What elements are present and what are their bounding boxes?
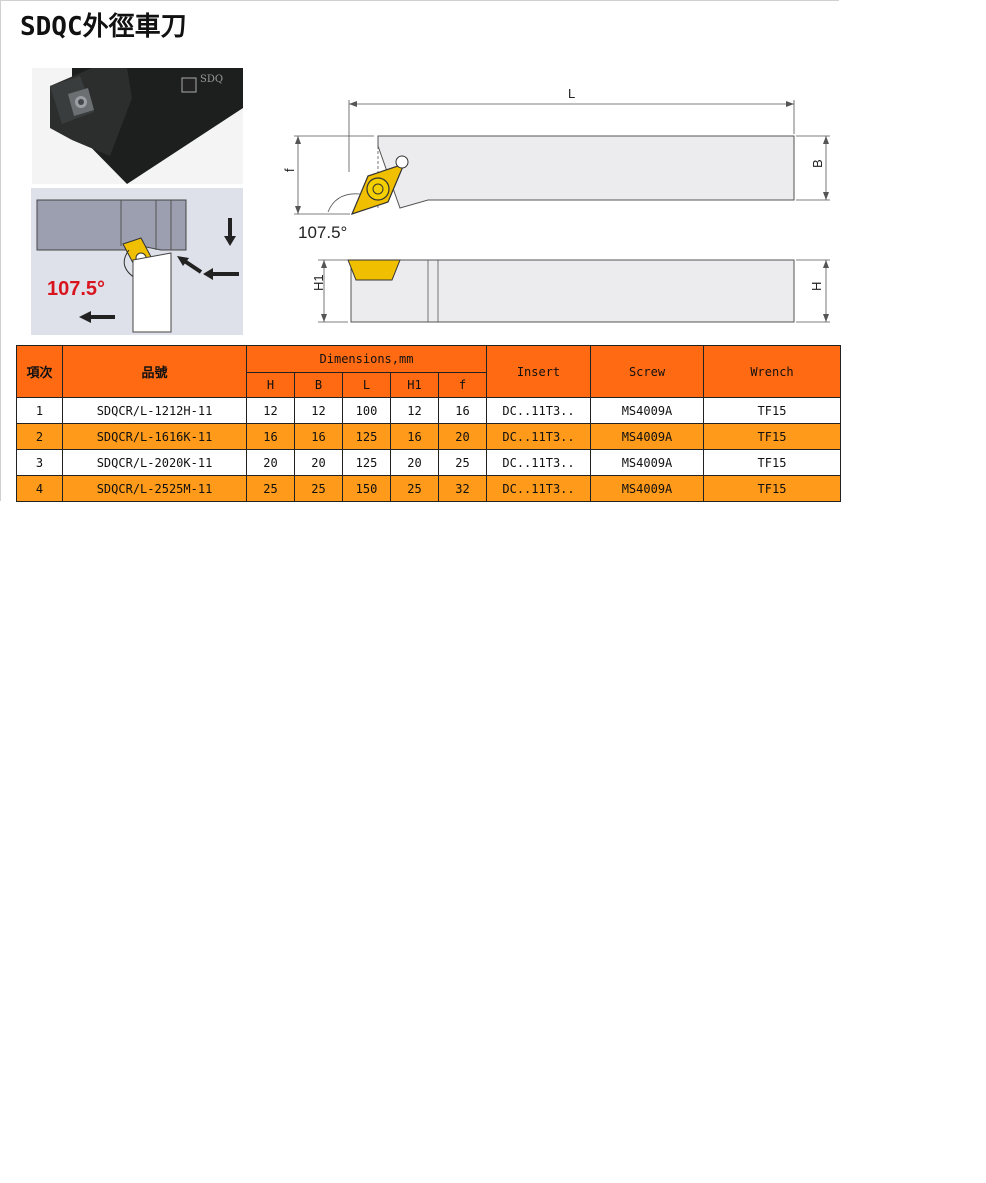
header-wrench: Wrench — [703, 345, 841, 398]
cell-insert: DC..11T3.. — [486, 475, 591, 502]
drawing-angle-label: 107.5° — [298, 223, 347, 242]
page-frame — [0, 0, 839, 501]
dim-f-label: f — [282, 168, 297, 172]
table-row: 2 SDQCR/L-1616K-11 16 16 125 16 20 DC..1… — [16, 423, 841, 450]
dim-L-label: L — [568, 86, 575, 101]
cell-H: 12 — [246, 397, 295, 424]
header-dim-B: B — [294, 372, 343, 398]
header-dim-H1: H1 — [390, 372, 439, 398]
cell-f: 20 — [438, 423, 487, 450]
cell-item: 4 — [16, 475, 63, 502]
cell-insert: DC..11T3.. — [486, 449, 591, 476]
cell-screw: MS4009A — [590, 449, 704, 476]
technical-drawing: L B f 107.5° H1 H — [278, 76, 838, 338]
page-title: SDQC外徑車刀 — [20, 12, 187, 42]
tool-photo: SDQ — [32, 68, 243, 184]
header-part-no: 品號 — [62, 345, 247, 398]
table-row: 3 SDQCR/L-2020K-11 20 20 125 20 25 DC..1… — [16, 449, 841, 476]
cell-wrench: TF15 — [703, 423, 841, 450]
brand-mark: SDQ — [200, 74, 223, 85]
cutting-schematic: 107.5° — [31, 188, 243, 335]
cell-H: 20 — [246, 449, 295, 476]
cell-L: 125 — [342, 449, 391, 476]
cell-part-no: SDQCR/L-2525M-11 — [62, 475, 247, 502]
cell-part-no: SDQCR/L-1616K-11 — [62, 423, 247, 450]
dim-H-label: H — [809, 282, 824, 291]
cell-L: 150 — [342, 475, 391, 502]
table-row: 1 SDQCR/L-1212H-11 12 12 100 12 16 DC..1… — [16, 397, 841, 424]
table-row: 4 SDQCR/L-2525M-11 25 25 150 25 32 DC..1… — [16, 475, 841, 502]
cell-f: 32 — [438, 475, 487, 502]
cell-item: 2 — [16, 423, 63, 450]
cell-B: 16 — [294, 423, 343, 450]
cell-H: 16 — [246, 423, 295, 450]
header-insert: Insert — [486, 345, 591, 398]
spec-table: 項次 品號 Dimensions,mm Insert Screw Wrench … — [16, 345, 841, 502]
cell-B: 25 — [294, 475, 343, 502]
cell-wrench: TF15 — [703, 449, 841, 476]
dim-B-label: B — [810, 159, 825, 168]
header-dim-L: L — [342, 372, 391, 398]
cell-H1: 20 — [390, 449, 439, 476]
cell-L: 125 — [342, 423, 391, 450]
cell-H1: 25 — [390, 475, 439, 502]
cell-wrench: TF15 — [703, 475, 841, 502]
cell-H1: 16 — [390, 423, 439, 450]
cell-item: 1 — [16, 397, 63, 424]
header-dim-H: H — [246, 372, 295, 398]
cell-part-no: SDQCR/L-1212H-11 — [62, 397, 247, 424]
cell-f: 25 — [438, 449, 487, 476]
cell-item: 3 — [16, 449, 63, 476]
cell-B: 20 — [294, 449, 343, 476]
header-item: 項次 — [16, 345, 63, 398]
cell-H1: 12 — [390, 397, 439, 424]
header-dim-f: f — [438, 372, 487, 398]
cell-L: 100 — [342, 397, 391, 424]
cell-B: 12 — [294, 397, 343, 424]
cell-insert: DC..11T3.. — [486, 397, 591, 424]
header-screw: Screw — [590, 345, 704, 398]
cell-f: 16 — [438, 397, 487, 424]
cell-insert: DC..11T3.. — [486, 423, 591, 450]
cell-H: 25 — [246, 475, 295, 502]
dim-H1-label: H1 — [311, 274, 326, 291]
cell-wrench: TF15 — [703, 397, 841, 424]
schematic-angle-label: 107.5° — [47, 278, 105, 300]
cell-screw: MS4009A — [590, 397, 704, 424]
header-dimensions: Dimensions,mm — [246, 345, 487, 373]
cell-part-no: SDQCR/L-2020K-11 — [62, 449, 247, 476]
cell-screw: MS4009A — [590, 423, 704, 450]
cell-screw: MS4009A — [590, 475, 704, 502]
